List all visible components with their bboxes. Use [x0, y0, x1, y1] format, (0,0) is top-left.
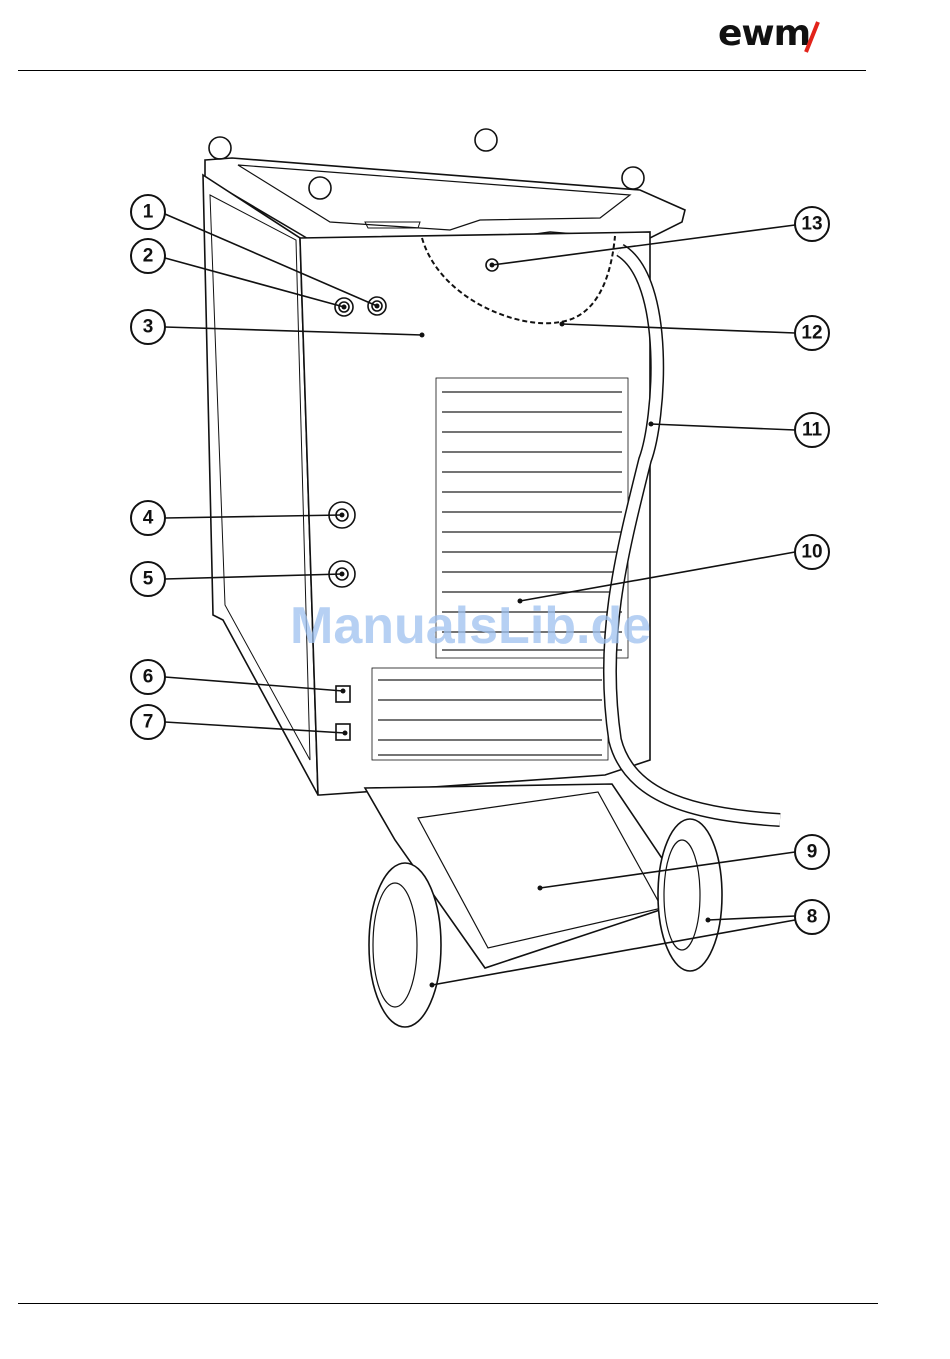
callout-7-label: 7	[143, 712, 154, 733]
callout-4-label: 4	[143, 508, 154, 529]
watermark: ManualsLib.de	[290, 596, 651, 656]
callout-8-label: 8	[807, 907, 818, 928]
callout-11-label: 11	[802, 420, 823, 441]
callout-5-label: 5	[143, 569, 154, 590]
callout-12-label: 12	[801, 323, 822, 344]
callout-10-label: 10	[801, 542, 822, 563]
callout-1-label: 1	[143, 202, 154, 223]
callout-2-label: 2	[143, 246, 154, 267]
callout-13-label: 13	[801, 214, 822, 235]
callout-9-label: 9	[807, 842, 818, 863]
footer-rule	[18, 1303, 878, 1304]
callout-6-label: 6	[143, 667, 154, 688]
callout-3-label: 3	[143, 317, 154, 338]
